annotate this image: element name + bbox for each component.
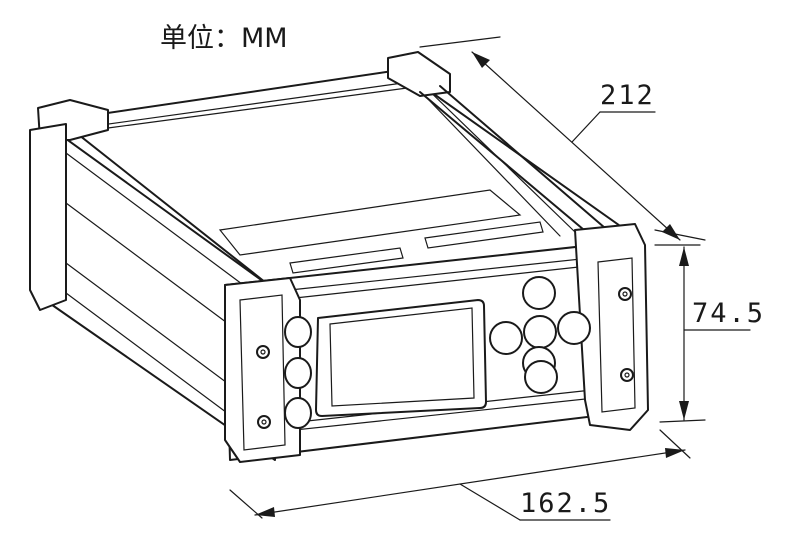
left-button[interactable] xyxy=(284,316,312,348)
depth-dimension-label: 212 xyxy=(600,80,655,111)
front-left-bezel xyxy=(224,277,301,463)
dimension-height: 74.5 xyxy=(654,244,765,423)
screw-icon xyxy=(257,415,271,429)
keypad-bottom-button[interactable] xyxy=(524,360,558,394)
keypad-right-button[interactable] xyxy=(557,311,591,345)
dimension-width: 162.5 xyxy=(229,429,691,521)
screw-icon xyxy=(620,368,634,382)
screw-icon xyxy=(618,287,632,301)
keypad-center-button[interactable] xyxy=(523,315,557,349)
navigation-keypad xyxy=(489,276,591,394)
height-dimension-label: 74.5 xyxy=(692,298,765,329)
lcd-screen xyxy=(329,307,475,407)
left-button[interactable] xyxy=(284,357,312,389)
rear-right-corner-cap xyxy=(387,51,451,97)
top-label-plate-right xyxy=(424,221,544,249)
left-button[interactable] xyxy=(284,397,312,429)
dimension-depth: 212 xyxy=(419,36,706,241)
top-label-plate-left xyxy=(289,247,404,274)
left-button-column xyxy=(284,316,312,429)
screws xyxy=(256,287,634,429)
display-window xyxy=(315,299,487,417)
screw-icon xyxy=(256,345,270,359)
keypad-left-button[interactable] xyxy=(489,321,523,355)
unit-label: 单位：MM xyxy=(160,23,288,54)
width-dimension-label: 162.5 xyxy=(520,488,611,519)
keypad-top-button[interactable] xyxy=(522,276,556,310)
